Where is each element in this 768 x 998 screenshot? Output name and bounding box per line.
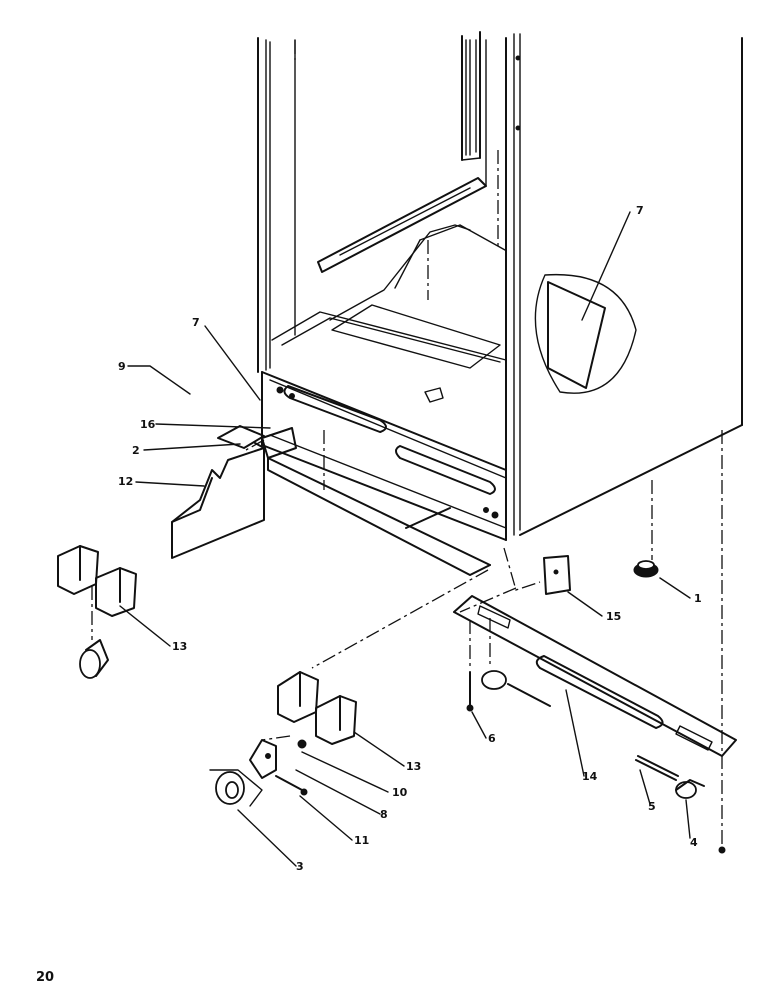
cabinet-body bbox=[257, 31, 743, 541]
callout-15: 15 bbox=[606, 610, 621, 623]
construction-lines bbox=[91, 40, 723, 850]
callout-2: 2 bbox=[132, 444, 140, 457]
callout-4: 4 bbox=[690, 836, 698, 849]
bracket-plate-part bbox=[217, 425, 297, 459]
callout-10: 10 bbox=[392, 786, 408, 799]
detail-bubble bbox=[534, 273, 637, 394]
callout-7: 7 bbox=[636, 204, 644, 217]
kick-panel-part bbox=[171, 442, 265, 559]
callout-labels: 7 7 9 16 2 12 13 1 15 6 13 10 8 11 3 14 … bbox=[118, 204, 702, 873]
front-rail-part bbox=[453, 595, 737, 757]
callout-1: 1 bbox=[694, 592, 702, 605]
caster-bracket-left bbox=[57, 545, 137, 679]
callout-16: 16 bbox=[140, 418, 156, 431]
callout-11: 11 bbox=[354, 834, 369, 847]
small-caster-parts bbox=[209, 739, 308, 807]
caster-bracket-center bbox=[277, 671, 357, 745]
callout-6: 6 bbox=[488, 732, 496, 745]
leveling-leg-part bbox=[633, 560, 659, 578]
small-bracket-part bbox=[543, 555, 571, 595]
roller-assembly-part bbox=[466, 670, 551, 712]
callout-5: 5 bbox=[648, 800, 656, 813]
roller-part bbox=[635, 755, 705, 799]
callout-13: 13 bbox=[406, 760, 421, 773]
callout-14: 14 bbox=[582, 770, 598, 783]
callout-8: 8 bbox=[380, 808, 388, 821]
callout-3: 3 bbox=[296, 860, 304, 873]
leader-lines bbox=[119, 211, 691, 867]
callout-12: 12 bbox=[118, 475, 133, 488]
callout-9: 9 bbox=[118, 360, 126, 373]
page-number: 20 bbox=[36, 970, 55, 985]
callout-13: 13 bbox=[172, 640, 187, 653]
callout-7: 7 bbox=[192, 316, 200, 329]
base-grille-strip bbox=[267, 457, 491, 576]
